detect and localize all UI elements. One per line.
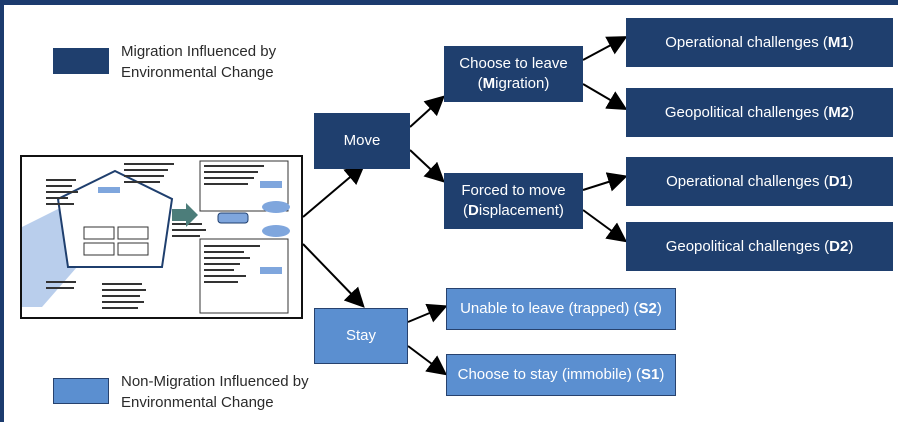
legend-migration-swatch	[53, 48, 109, 74]
node-stay: Stay	[314, 308, 408, 364]
framework-thumbnail	[22, 157, 301, 317]
node-d1: Operational challenges (D1)	[626, 157, 893, 206]
arrow-forced-to-d2	[582, 209, 628, 243]
frame-top-bar	[0, 0, 898, 5]
node-choose-to-leave: Choose to leave (Migration)	[444, 46, 583, 102]
arrow-inset-to-stay	[302, 243, 365, 308]
node-m2: Geopolitical challenges (M2)	[626, 88, 893, 137]
arrow-choose-to-m2	[582, 83, 628, 111]
arrow-move-to-forced	[409, 149, 445, 183]
node-move: Move	[314, 113, 410, 169]
framework-inset-image	[20, 155, 303, 319]
arrow-choose-to-m1	[582, 36, 628, 61]
legend-non-migration-label: Non-Migration Influenced by Environmenta…	[121, 373, 309, 411]
legend-migration-label: Migration Influenced by Environmental Ch…	[121, 43, 277, 81]
frame-left-bar	[0, 0, 4, 422]
arrow-stay-to-s2	[407, 303, 448, 323]
arrow-stay-to-s1	[407, 345, 448, 376]
node-m1: Operational challenges (M1)	[626, 18, 893, 67]
node-d2: Geopolitical challenges (D2)	[626, 222, 893, 271]
arrow-move-to-choose	[409, 95, 445, 128]
node-s1: Choose to stay (immobile) (S1)	[446, 354, 676, 396]
node-s2: Unable to leave (trapped) (S2)	[446, 288, 676, 330]
arrow-inset-to-move	[302, 164, 366, 218]
arrow-forced-to-d1	[582, 172, 628, 192]
node-forced-to-move: Forced to move (Displacement)	[444, 173, 583, 229]
legend-non-migration-swatch	[53, 378, 109, 404]
